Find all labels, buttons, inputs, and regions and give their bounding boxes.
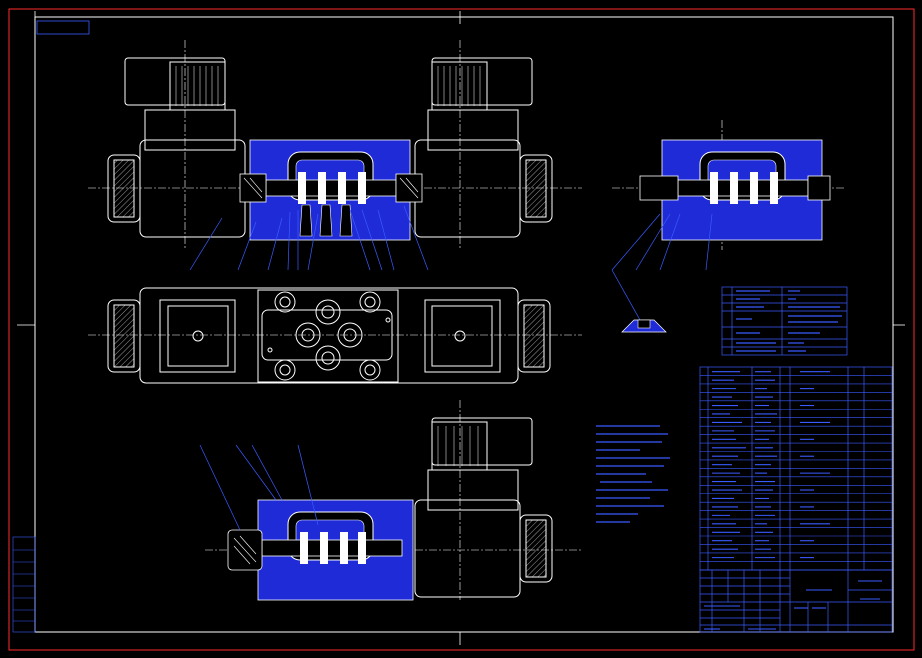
parameter-table: [721, 286, 848, 356]
tech-requirements: [596, 425, 670, 523]
inner-frame: [34, 16, 894, 633]
parts-list: [699, 366, 893, 571]
detail-symbol: [621, 319, 667, 333]
bottom-section-view: [199, 400, 582, 601]
left-margin-stamp: [12, 536, 36, 633]
right-section-view: [611, 120, 845, 321]
front-section-view: [88, 40, 582, 271]
drawing-number-box: [36, 20, 90, 35]
title-block: [699, 569, 893, 633]
plan-view: [88, 287, 582, 384]
frame-ticks: [17, 11, 905, 645]
outer-border: [8, 8, 915, 651]
